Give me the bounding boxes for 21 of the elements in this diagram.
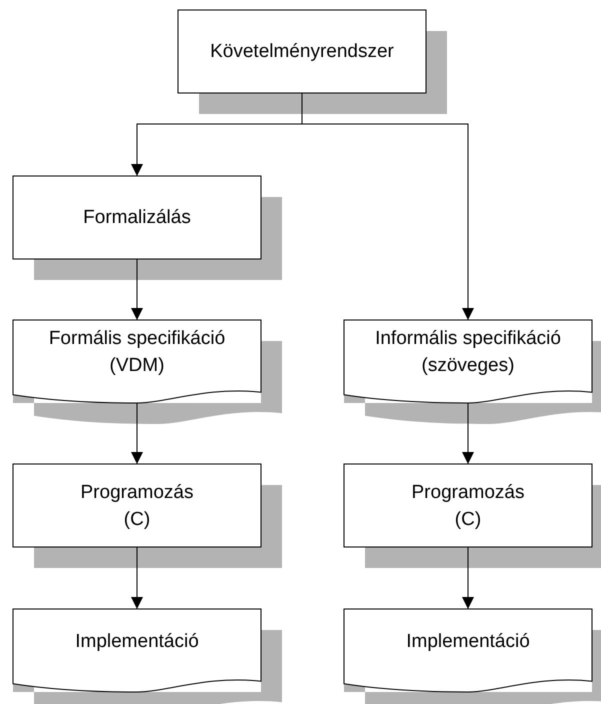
arrow [131,258,143,320]
node-label: Informális specifikáció (szöveges) [374,327,562,378]
arrow [131,402,143,464]
node-label: Programozás (C) [80,480,194,532]
node-label: Formalizálás [82,206,192,230]
arrow [462,402,474,464]
process-box [13,464,261,547]
node-label: Implementáció [405,630,531,654]
process-box [178,10,426,93]
arrow [462,546,474,610]
node-label: Formális specifikáció (VDM) [48,327,226,378]
document-shape [344,609,592,692]
process-box [344,464,592,547]
document-shape [13,609,261,692]
node-label: Implementáció [74,630,200,654]
node-label: Programozás (C) [410,480,526,532]
document-shape [344,320,592,403]
document-shape [13,320,261,403]
process-box [13,176,261,259]
node-label: Követelményrendszer [209,40,395,64]
arrow [131,546,143,610]
